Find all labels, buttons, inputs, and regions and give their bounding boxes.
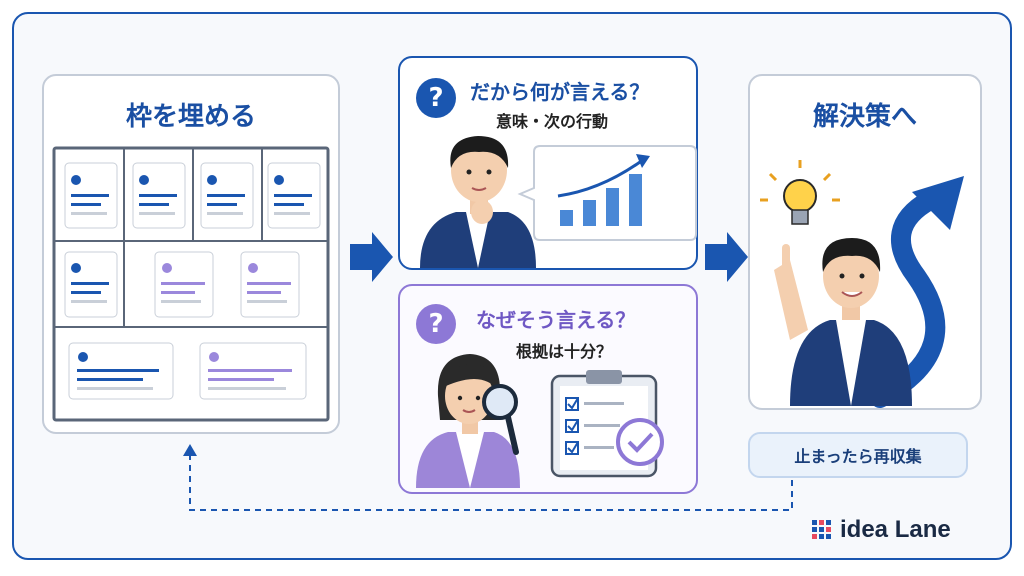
woman-magnifier-icon [416, 354, 520, 488]
idea-man-icon [774, 238, 912, 406]
lightbulb-icon [760, 160, 840, 225]
note-card [199, 342, 307, 400]
note-card [64, 162, 118, 229]
logo-text: idea Lane [840, 516, 951, 543]
right-arrow-icon [705, 232, 748, 282]
implication-question: だから何が言える？ [470, 80, 650, 104]
right-arrow-icon [350, 232, 393, 282]
recollect-label: 止まったら再収集 [748, 432, 968, 478]
implication-subtitle: 意味・次の行動 [496, 112, 609, 131]
note-card [64, 251, 118, 318]
solution-title: 解決策へ [812, 102, 917, 132]
note-card [132, 162, 186, 229]
idea-lane-logo-icon [812, 520, 831, 539]
question-icon: ? [416, 304, 456, 344]
note-card [200, 162, 254, 229]
evidence-subtitle: 根拠は十分？ [516, 342, 613, 361]
clipboard-checklist-icon [550, 370, 664, 478]
evidence-question: なぜそう言える？ [476, 308, 636, 332]
note-card [154, 251, 214, 318]
up-arrow-icon [183, 444, 197, 456]
growth-chart-bubble [517, 145, 697, 241]
note-card [267, 162, 321, 229]
note-card [240, 251, 300, 318]
rising-arrow-icon [870, 176, 964, 408]
fill-framework-title: 枠を埋める [125, 102, 256, 132]
feedback-loop-line [189, 452, 793, 511]
thinking-man-icon [420, 136, 536, 268]
question-icon: ? [416, 78, 456, 118]
note-card [68, 342, 174, 400]
